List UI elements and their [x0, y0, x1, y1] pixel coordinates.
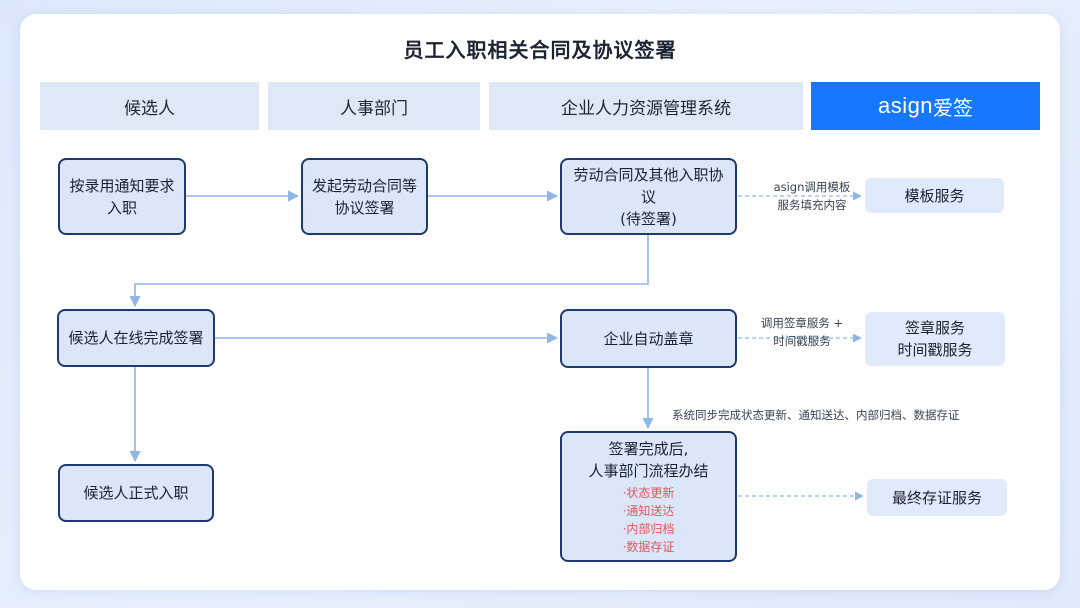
node-initiate-signing: 发起劳动合同等协议签署 [301, 158, 428, 235]
node-signing-complete: 签署完成后, 人事部门流程办结 ·状态更新 ·通知送达 ·内部归档 ·数据存证 [560, 431, 737, 562]
service-template: 模板服务 [865, 178, 1004, 213]
node-contract-line-2: 议 [640, 187, 656, 206]
lane-candidate: 候选人 [40, 82, 259, 130]
note-sign-line-2: 时间戳服务 [773, 334, 831, 348]
node-contract-pending: 劳动合同及其他入职协 议 (待签署) [560, 158, 737, 235]
complete-item: ·数据存证 [622, 539, 675, 554]
note-template-line-2: 服务填充内容 [777, 198, 847, 212]
lane-hr-system: 企业人力资源管理系统 [489, 82, 803, 130]
node-formal-entry: 候选人正式入职 [58, 464, 214, 522]
brand-logo-text: asign [877, 93, 934, 118]
service-signature-timestamp: 签章服务 时间戳服务 [865, 312, 1005, 366]
diagram-title: 员工入职相关合同及协议签署 [403, 38, 677, 62]
complete-item: ·通知送达 [622, 503, 675, 518]
node-complete-line-2: 人事部门流程办结 [588, 461, 709, 480]
brand-cn-text: 爱签 [933, 95, 974, 120]
complete-item: ·内部归档 [622, 521, 675, 536]
arrow-contract-to-online-sign [129, 235, 649, 308]
note-template-line-1: asign调用模板 [773, 180, 851, 194]
note-sign-line-1: 调用签章服务 + [760, 316, 844, 330]
lane-hr-department: 人事部门 [268, 82, 480, 130]
node-complete-line-1: 签署完成后, [608, 439, 689, 458]
node-notice-entry: 按录用通知要求入职 [58, 158, 186, 235]
note-system-sync: 系统同步完成状态更新、通知送达、内部归档、数据存证 [672, 408, 960, 422]
node-contract-line-3: (待签署) [620, 209, 677, 228]
node-auto-seal: 企业自动盖章 [560, 309, 737, 368]
complete-item: ·状态更新 [622, 485, 675, 500]
service-final-evidence: 最终存证服务 [867, 479, 1007, 516]
note-sign-call: 调用签章服务 + 时间戳服务 [748, 314, 856, 350]
note-template-call: asign调用模板 服务填充内容 [758, 178, 866, 214]
node-online-sign: 候选人在线完成签署 [57, 309, 215, 367]
complete-items-list: ·状态更新 ·通知送达 ·内部归档 ·数据存证 [623, 484, 675, 556]
service-sign-line-1: 签章服务 [904, 319, 965, 337]
service-sign-line-2: 时间戳服务 [897, 341, 973, 359]
node-contract-line-1: 劳动合同及其他入职协 [573, 165, 724, 184]
